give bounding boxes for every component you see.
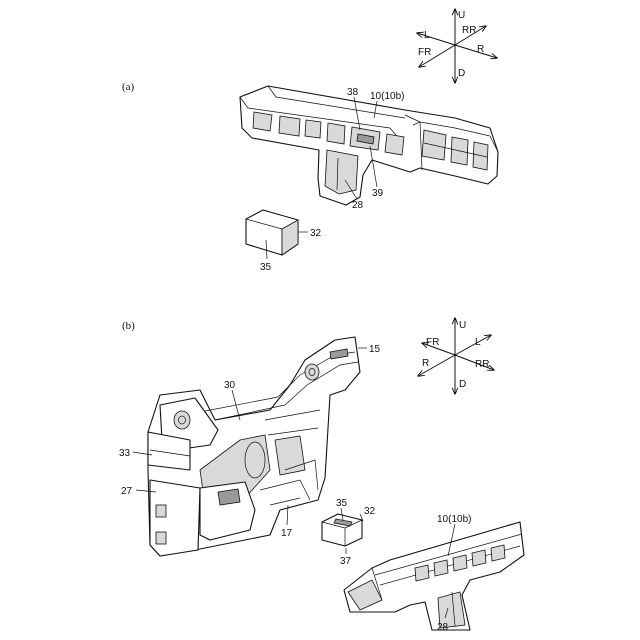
arrow-left-icon [455,335,491,355]
ref-10-10b: 10(10b) [370,91,404,102]
ref-35: 35 [336,498,348,509]
rail-part-b [344,522,524,630]
ref-30: 30 [224,380,236,391]
direction-compass-a: U D L R RR FR [417,9,497,83]
ref-15: 15 [369,344,381,355]
ref-39: 39 [372,188,384,199]
compass-right-label: R [422,358,429,369]
ref-28: 28 [437,622,449,633]
compass-left-label: L [424,30,430,41]
compass-down-label: D [458,68,465,79]
ref-37: 37 [340,556,352,567]
arrow-right-icon [455,45,497,58]
block-part-a [246,210,298,255]
ref-10-10b: 10(10b) [437,514,471,525]
panel-b-label: (b) [122,320,135,332]
compass-rear-label: RR [462,25,476,36]
compass-front-label: FR [426,337,439,348]
bracket-part-a [240,86,498,205]
compass-right-label: R [477,44,484,55]
compass-up-label: U [458,10,465,21]
panel-a-label: (a) [122,81,135,93]
compass-down-label: D [459,379,466,390]
arrow-left-icon [417,33,455,45]
ref-17: 17 [281,528,293,539]
panel-b: (b) U D FR L R RR [119,318,524,633]
ref-32: 32 [364,506,376,517]
ref-38: 38 [347,87,359,98]
compass-rear-label: RR [475,359,489,370]
block-part-b [322,514,362,546]
ref-35: 35 [260,262,272,273]
direction-compass-b: U D FR L R RR [418,318,494,394]
ref-28: 28 [352,200,364,211]
ref-27: 27 [121,486,133,497]
compass-front-label: FR [418,47,431,58]
compass-up-label: U [459,320,466,331]
panel-a: (a) U D L R RR FR [122,9,498,273]
ref-33: 33 [119,448,131,459]
ref-32: 32 [310,228,322,239]
compass-left-label: L [475,337,481,348]
